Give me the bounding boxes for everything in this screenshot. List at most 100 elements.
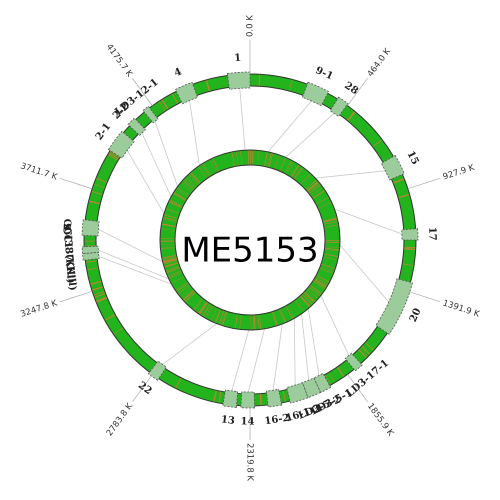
inner-ring-stripe [169,199,183,207]
inner-ring-stripe [268,152,274,168]
inner-ring-stripe [294,167,304,180]
inner-ring-stripe [323,224,339,228]
tick-label: 0.0 K [246,15,256,37]
outer-ring-stripe [94,292,106,298]
outer-ring-stripe [324,374,332,386]
connector-line [285,111,336,158]
tick-line [132,374,153,403]
inner-ring-stripe [303,292,315,303]
inner-ring-stripe [188,173,200,186]
inner-ring-stripe [272,311,278,326]
outer-ring-stripe [361,345,371,355]
inner-ring-stripe [320,266,335,272]
inner-ring-stripe [267,152,272,168]
segment-block [329,96,349,118]
segment-label: 5 [63,223,74,231]
connector-line [334,208,405,236]
outer-ring-stripe [282,390,287,403]
tick-label: 927.9 K [442,163,477,183]
inner-ring-stripe [222,311,228,326]
inner-ring-stripe [247,150,249,166]
inner-ring-stripe [168,271,183,279]
inner-ring-stripe [167,270,182,278]
inner-ring-stripe [214,308,221,323]
inner-ring-stripe [182,180,195,191]
inner-ring-stripe [162,256,177,260]
inner-ring-stripe [184,291,197,303]
inner-ring-stripe [182,289,195,301]
inner-ring-stripe [323,253,339,257]
inner-ring-stripe [306,180,319,192]
inner-ring-stripe [287,305,295,319]
inner-ring-stripe [162,259,178,264]
inner-ring-stripe [314,278,328,287]
inner-ring-stripe [313,279,327,288]
inner-ring-stripe [284,160,293,174]
segment-label: 14 [241,416,255,427]
inner-ring-stripe [161,223,177,227]
segment-block [142,105,159,124]
outer-ring-stripe [397,193,410,198]
outer-ring-stripe [86,267,99,271]
segment-label: 9-1 [314,65,335,82]
inner-ring-stripe [308,286,321,297]
inner-ring-stripe [198,301,208,315]
segment-block [286,382,309,404]
inner-ring-stripe [166,267,181,274]
inner-ring-stripe [214,309,222,324]
connector-line [153,119,178,187]
connector-line [160,323,217,367]
outer-ring-stripe [113,327,124,335]
tick-label: 3711.7 K [19,161,59,182]
outer-ring-stripe [93,290,105,296]
inner-ring-stripe [253,150,255,166]
inner-ring-stripe [160,240,176,242]
inner-ring-stripe [286,161,294,175]
inner-ring-stripe [257,150,260,166]
segment-block [344,352,363,372]
inner-ring-stripe [171,276,185,284]
segment-block [401,228,419,241]
connector-line [293,318,296,388]
connector-lines [96,86,405,395]
inner-ring-stripe [212,157,220,172]
segment-label: 4 [173,66,184,79]
inner-ring-stripe [306,288,319,299]
inner-ring-stripe [324,249,340,252]
inner-ring-stripe [199,302,209,315]
inner-ring-stripe [317,201,332,209]
segment-block [147,360,167,381]
inner-ring-stripe [165,208,180,214]
segment-block [222,389,239,408]
outer-ring-stripe [161,98,169,110]
inner-ring-stripe [168,201,183,209]
inner-ring-stripe [314,277,329,286]
inner-ring-stripe [160,247,176,250]
outer-ring-stripe [85,260,98,263]
tick-label: 2319.8 K [245,443,255,481]
segment-block [127,117,147,137]
connector-line [188,98,200,166]
inner-ring [159,149,341,331]
inner-ring-stripe [250,150,252,166]
inner-ring-stripe [290,164,300,178]
inner-ring-stripe [300,173,311,185]
inner-ring-stripe [160,228,176,231]
inner-ring-stripe [206,305,214,319]
outer-ring-stripe [259,393,262,406]
inner-ring-stripe [313,279,327,288]
inner-ring-stripe [166,267,181,273]
inner-ring-stripe [162,218,178,223]
inner-ring-stripe [235,151,239,166]
inner-ring-stripe [168,200,183,209]
inner-ring-stripe [218,310,225,325]
segment-block [240,391,255,409]
tick-line [59,291,93,303]
inner-ring-stripe [161,224,177,228]
inner-ring-stripe [163,259,178,265]
inner-ring-stripe [163,262,179,268]
outer-ring-stripe [346,111,356,122]
outer-ring-stripe [91,190,103,196]
connector-line [267,99,314,153]
